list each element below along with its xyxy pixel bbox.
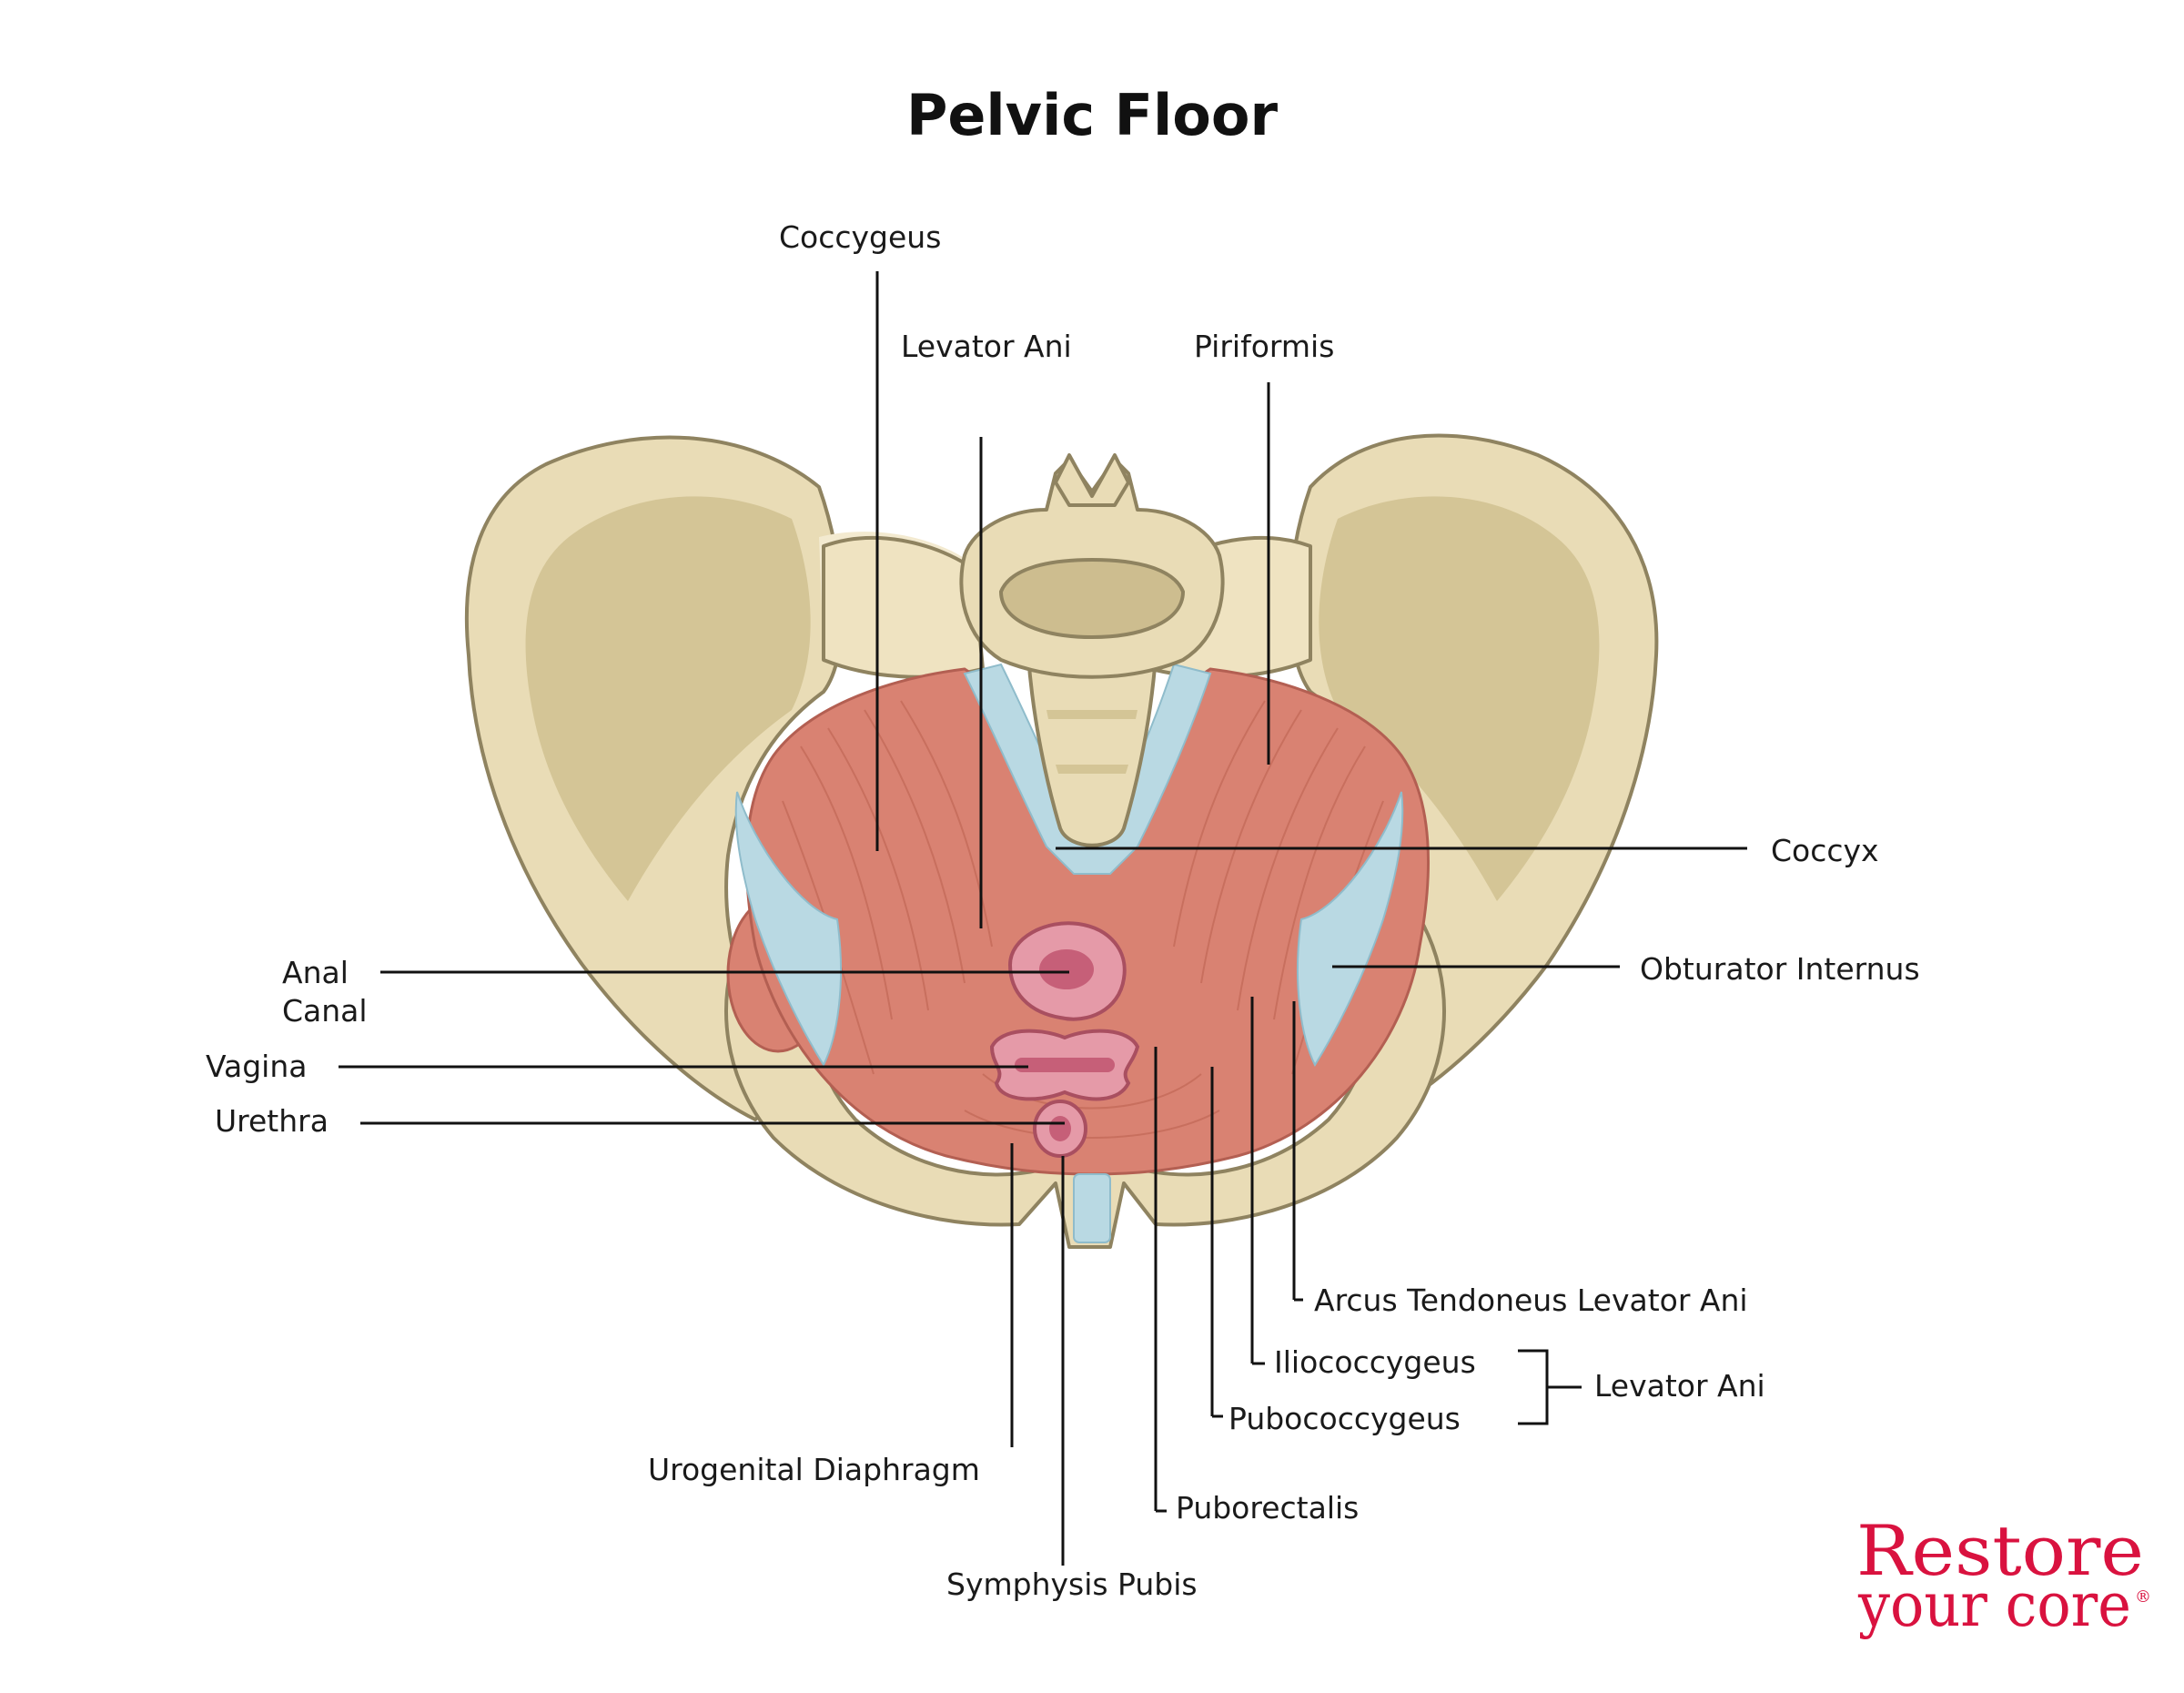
logo-line1: Restore [1856, 1510, 2144, 1591]
label-urethra: Urethra [215, 1103, 329, 1139]
labels: Coccygeus Levator Ani Piriformis Coccyx … [206, 219, 1920, 1602]
pelvis-illustration [464, 433, 1659, 1249]
restore-your-core-logo: Restore your core ® [1856, 1510, 2151, 1640]
coccyx-segments [1046, 710, 1138, 774]
vagina-orifice [989, 1029, 1140, 1101]
leader-lines [339, 271, 1747, 1566]
spinous-process [1054, 453, 1130, 507]
muscle-fibers [782, 700, 1384, 1139]
label-puborectalis: Puborectalis [1176, 1490, 1359, 1526]
pubic-ring [724, 908, 1446, 1249]
label-iliococcygeus: Iliococcygeus [1274, 1344, 1476, 1380]
logo-line2: your core [1857, 1570, 2131, 1640]
coccyx [1026, 654, 1158, 847]
left-ilium-shade [525, 496, 811, 901]
logo-registered-mark: ® [2135, 1587, 2151, 1607]
diagram-title: Pelvic Floor [906, 82, 1279, 148]
label-symphysis: Symphysis Pubis [946, 1566, 1198, 1602]
left-sacral-wing-outline [822, 535, 985, 679]
vertebral-body [999, 558, 1185, 639]
label-vagina: Vagina [206, 1049, 308, 1084]
levator-ani-bracket [1518, 1349, 1582, 1425]
label-arcus: Arcus Tendoneus Levator Ani [1314, 1282, 1748, 1318]
left-ligament-band [734, 791, 842, 1068]
label-canal: Canal [282, 993, 368, 1029]
pubic-symphysis-ligament [1073, 1173, 1111, 1243]
label-levator-ani-top: Levator Ani [901, 329, 1072, 364]
label-coccygeus: Coccygeus [779, 219, 941, 255]
label-piriformis: Piriformis [1194, 329, 1334, 364]
label-pubococcygeus: Pubococcygeus [1228, 1401, 1461, 1436]
label-obturator-internus: Obturator Internus [1640, 951, 1920, 987]
right-ilium-shade [1319, 496, 1600, 901]
right-ligament-band [1297, 791, 1404, 1068]
urethra-orifice [1033, 1100, 1087, 1158]
label-levator-ani-group: Levator Ani [1594, 1368, 1765, 1404]
label-coccyx: Coccyx [1771, 833, 1879, 868]
label-urogenital: Urogenital Diaphragm [648, 1452, 980, 1487]
label-anal: Anal [282, 955, 349, 990]
